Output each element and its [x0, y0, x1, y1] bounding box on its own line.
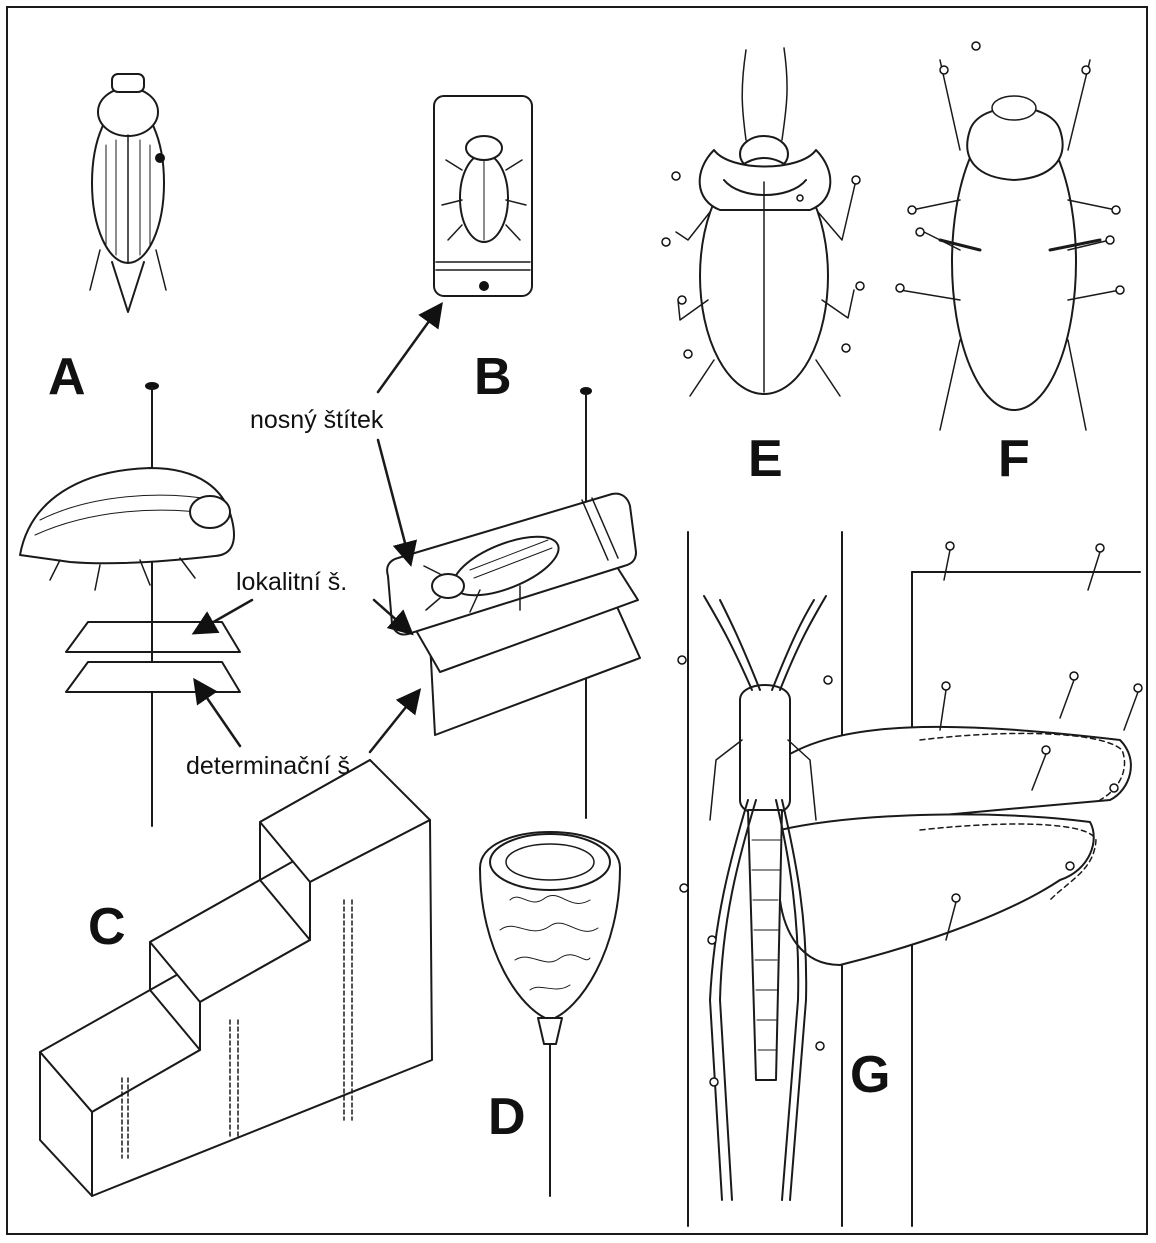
panel-e-beetle-pinned: [662, 48, 864, 396]
panel-a-labels: [66, 622, 240, 692]
arrow-to-card-top: [378, 306, 440, 392]
panel-a-pin: [145, 382, 159, 826]
panel-c-step-block: [40, 760, 432, 1196]
panel-label-g: G: [850, 1046, 890, 1104]
panel-a-beetle-side: [20, 468, 234, 590]
panel-b-card-top: [434, 96, 532, 296]
panel-b-stacked-labels: [387, 494, 640, 735]
panel-label-d: D: [488, 1088, 526, 1146]
label-carrier: nosný štítek: [250, 406, 384, 434]
panel-label-a: A: [48, 348, 86, 406]
label-arrows: [196, 440, 418, 752]
panel-label-f: F: [998, 430, 1030, 488]
panel-label-c: C: [88, 898, 126, 956]
label-locality: lokalitní š.: [236, 568, 347, 596]
panel-g-grasshopper: [678, 542, 1142, 1200]
panel-label-e: E: [748, 430, 783, 488]
panel-f-beetle-pinned: [896, 42, 1124, 430]
panel-a-beetle-top: [90, 74, 166, 312]
label-determination: determinační š.: [186, 752, 357, 780]
panel-label-b: B: [474, 348, 512, 406]
